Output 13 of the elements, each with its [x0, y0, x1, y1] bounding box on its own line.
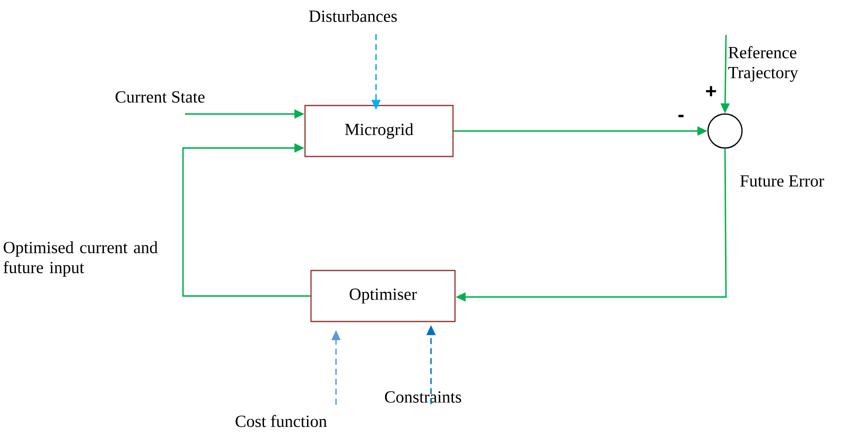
input-label: Constraints: [384, 391, 462, 403]
arrow: [182, 143, 310, 297]
process-box: Microgrid: [304, 104, 454, 158]
edge-label: Future Error: [740, 175, 824, 187]
edge-label: Reference Trajectory: [728, 46, 798, 82]
process-box: Optimiser: [310, 270, 456, 322]
input-label: Cost function: [236, 414, 327, 428]
edge-label: Optimised current and future input: [4, 241, 158, 277]
input-label: Disturbances: [309, 10, 397, 22]
summing-junction: [707, 113, 743, 149]
sign-label: +: [706, 86, 716, 96]
edge-label: Current State: [116, 91, 205, 103]
sign-label: -: [678, 114, 684, 118]
